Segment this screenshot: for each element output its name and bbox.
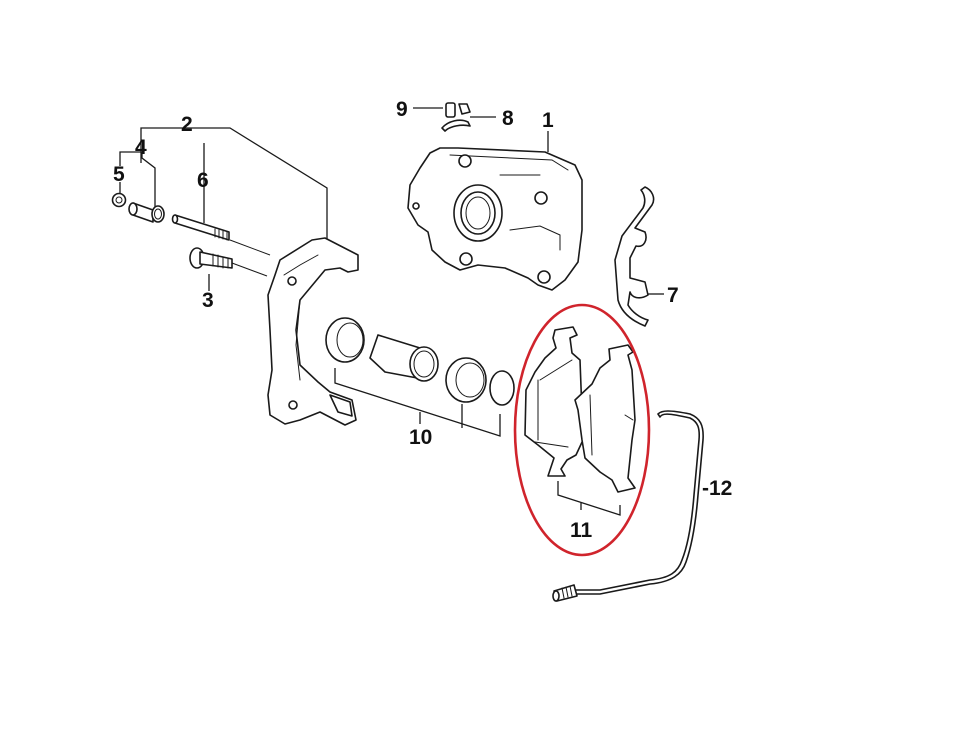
callout-9: 9 — [396, 98, 408, 121]
callout-2: 2 — [181, 113, 193, 136]
part-3-carrier-bolt — [189, 247, 233, 269]
callout-10: 10 — [409, 426, 433, 449]
highlight-ellipse-brake-pads — [513, 303, 651, 557]
callout-6: 6 — [197, 169, 209, 192]
leader-lines-8-9 — [413, 107, 549, 152]
part-2-caliper-carrier — [267, 237, 359, 426]
callout-12: -12 — [702, 477, 733, 500]
callout-7: 7 — [667, 284, 679, 307]
part-11-brake-pad-set — [524, 326, 636, 516]
part-6-guide-bolt — [171, 214, 230, 241]
callout-8: 8 — [502, 107, 514, 130]
part-12-wear-sensor — [552, 410, 704, 602]
part-10-seal-kit — [325, 317, 515, 437]
callout-5: 5 — [113, 163, 125, 186]
callout-3: 3 — [202, 289, 214, 312]
part-4-guide-sleeve — [128, 202, 165, 223]
part-5-sleeve-cap — [111, 192, 127, 208]
leader-lines-2-4-5-6 — [119, 127, 328, 291]
callout-1: 1 — [542, 109, 554, 132]
part-8-9-bleeder — [441, 102, 471, 132]
part-7-anti-rattle-spring — [614, 186, 655, 327]
callout-4: 4 — [135, 136, 147, 159]
callout-11: 11 — [570, 519, 593, 542]
part-1-caliper-housing — [407, 147, 583, 291]
